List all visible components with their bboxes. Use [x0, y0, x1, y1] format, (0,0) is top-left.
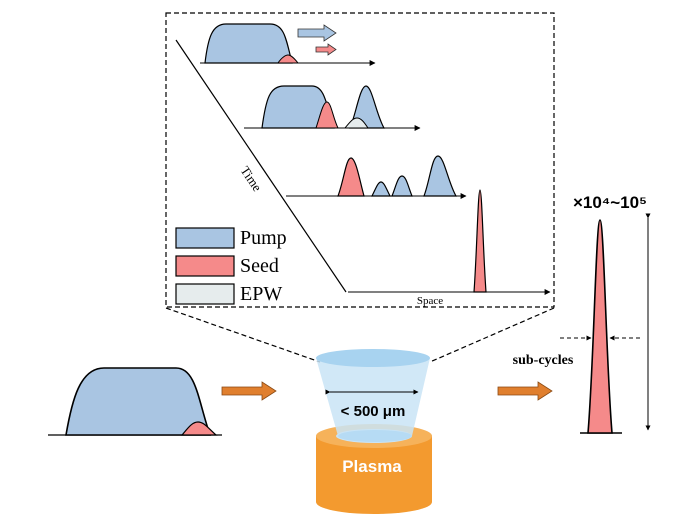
output-pulse: ×10⁴~10⁵ sub-cycles — [513, 193, 651, 434]
row1-seed-direction-arrow — [315, 43, 337, 56]
legend-swatch-seed — [175, 255, 235, 277]
inset-border — [165, 12, 555, 308]
legend-swatch-pump — [175, 227, 235, 249]
output-compressed-pulse — [587, 219, 613, 434]
time-axis — [175, 39, 347, 293]
row2-seed-pulse — [315, 101, 339, 129]
input-pulse — [48, 367, 222, 436]
zoom-line-left — [165, 307, 321, 363]
size-label: < 500 μm — [341, 403, 406, 420]
row4-compressed-seed-pulse — [473, 189, 487, 293]
amplification-label: ×10⁴~10⁵ — [573, 193, 647, 212]
zoom-line-right — [429, 307, 555, 363]
row3-pump-bump-1 — [371, 181, 391, 197]
light-cone-bottom — [338, 430, 412, 442]
space-axis-label: Space — [417, 295, 443, 307]
plasma-label: Plasma — [342, 457, 402, 476]
plasma-to-output-arrow — [497, 381, 553, 401]
plasma-target: Plasma < 500 μm — [316, 349, 432, 514]
inset-panel: Time Space — [165, 12, 555, 308]
row3-seed-pulse — [337, 157, 365, 197]
plasma-cylinder-body — [316, 436, 432, 514]
timeline-row-1 — [200, 23, 376, 66]
row1-pump-direction-arrow — [297, 24, 337, 42]
row2-epw-wave — [343, 117, 369, 129]
row2-pump-echo — [349, 85, 386, 129]
timeline-row-3 — [286, 155, 467, 199]
timeline-row-2 — [244, 85, 421, 131]
timeline-row-4: Space — [348, 189, 551, 307]
legend-label-seed: Seed — [240, 255, 279, 277]
row1-seed-pulse — [277, 54, 300, 64]
row3-pump-bump-2 — [391, 175, 413, 197]
row1-pump-pulse — [204, 23, 293, 64]
time-axis-label: Time — [238, 163, 266, 194]
input-seed-pulse — [180, 421, 218, 436]
light-cone-top — [316, 349, 430, 367]
legend-swatch-epw — [175, 283, 235, 305]
legend-label-epw: EPW — [240, 283, 282, 305]
input-pump-pulse — [65, 367, 212, 436]
light-cone — [316, 358, 430, 436]
input-to-plasma-arrow — [221, 381, 277, 401]
row3-pump-bump-3 — [423, 155, 458, 197]
legend: Pump Seed EPW — [175, 227, 287, 305]
width-label: sub-cycles — [513, 353, 574, 368]
legend-label-pump: Pump — [240, 227, 287, 249]
